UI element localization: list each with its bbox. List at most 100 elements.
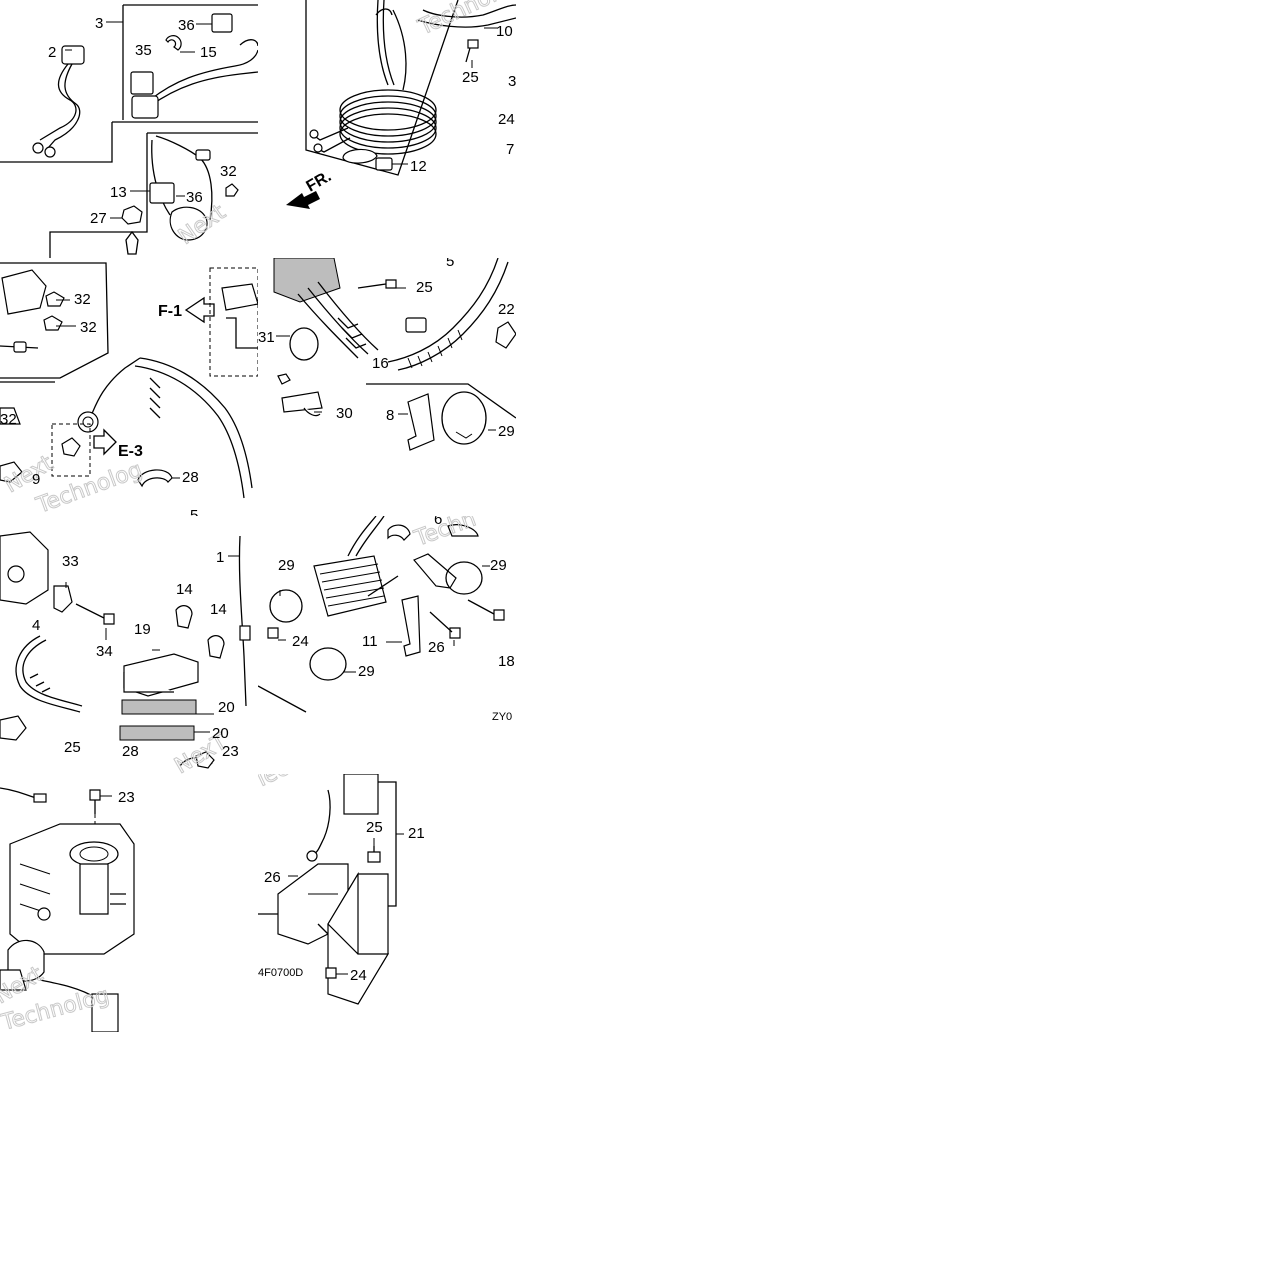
- callout: 32: [80, 319, 97, 336]
- callout: 30: [336, 405, 353, 422]
- callout: 29: [490, 557, 507, 574]
- clamp-29b: [269, 589, 303, 623]
- clamp-29c: [309, 647, 347, 681]
- callout: 36: [186, 189, 203, 206]
- callout: 27: [90, 210, 107, 227]
- bracket-22: [495, 321, 516, 349]
- diagram-tile-battery-box: Technolog 25 21 26 24 4F0700D: [258, 774, 516, 1032]
- callout: 4: [32, 617, 40, 634]
- stay: [281, 391, 323, 413]
- clamp-29: [441, 391, 487, 445]
- callout: 1: [216, 549, 224, 566]
- diagram-tile-wiring-top-left: Next 3 36 2 35 15 13 36 32 27: [0, 0, 258, 258]
- diagram-tile-wiring-mid-right: 5 25 22 31 16 30 8 29: [258, 258, 516, 516]
- callout: 6: [434, 516, 442, 528]
- callout: 12: [410, 158, 427, 175]
- callout: 11: [362, 633, 378, 650]
- callout: 5: [446, 258, 454, 270]
- bolt-23: [89, 789, 101, 801]
- connector-2: [32, 45, 85, 158]
- callout: 5: [190, 507, 198, 516]
- watermark: Technol: [414, 0, 501, 41]
- callout: 32: [74, 291, 91, 308]
- connector-36b: [149, 182, 175, 204]
- callout: 26: [264, 869, 281, 886]
- callout: 25: [416, 279, 433, 296]
- callout: 32: [0, 411, 17, 428]
- diagram-tile-regulator: Techn 6 29 29 24 11 26 29 18 ZY0: [258, 516, 516, 774]
- callout: 13: [110, 184, 127, 201]
- callout: 8: [386, 407, 394, 424]
- callout: 3: [508, 73, 516, 90]
- clamp-29: [445, 561, 483, 595]
- callout: 25: [64, 739, 81, 756]
- callout: 23: [118, 789, 135, 806]
- control-box: [0, 531, 49, 605]
- callout: 24: [350, 967, 367, 984]
- callout: 32: [220, 163, 237, 180]
- callout: 28: [182, 469, 199, 486]
- diagram-tile-wiring-mid-left: F-1 E-3 Next Technolog 32 32 32 9 28 5: [0, 258, 258, 516]
- box-upper: [343, 774, 379, 815]
- callout: 14: [210, 601, 227, 618]
- nut-27: [121, 205, 143, 225]
- clip-14: [175, 605, 193, 629]
- stay-11: [401, 595, 421, 657]
- callout: 29: [358, 663, 375, 680]
- callout: 35: [135, 42, 152, 59]
- callout: 18: [498, 653, 515, 670]
- callout: 16: [372, 355, 389, 372]
- bolt-34: [103, 613, 115, 625]
- reference-box-f1: [209, 267, 258, 377]
- callout: 33: [62, 553, 79, 570]
- diagram-code: ZY0: [492, 711, 512, 723]
- callout: 14: [176, 581, 193, 598]
- bolt-25: [465, 39, 479, 63]
- callout: 34: [96, 643, 113, 660]
- diagram-tile-wiring-lower-left: NexT 16 1 33 14 14 19 4 34 20 20 25 28 2…: [0, 516, 258, 774]
- callout: 19: [134, 621, 151, 638]
- pad-20: [121, 699, 197, 715]
- callout: 3: [95, 15, 103, 32]
- bolt-24: [325, 967, 337, 979]
- callout: 23: [222, 743, 239, 760]
- callout: 7: [506, 141, 514, 158]
- connector-36: [211, 13, 233, 33]
- front-label: FR.: [304, 168, 335, 196]
- pad-20b: [119, 725, 195, 741]
- ref-e3: E-3: [118, 443, 143, 460]
- callout: 25: [366, 819, 383, 836]
- callout: 9: [32, 471, 40, 488]
- callout: 15: [200, 44, 217, 61]
- clip-15: [165, 35, 182, 51]
- box-21: [327, 871, 390, 1005]
- clamp-12: [342, 148, 378, 164]
- stay-6: [413, 553, 457, 589]
- connector-35: [130, 71, 154, 95]
- callout: 20: [218, 699, 235, 716]
- bolt-24: [267, 627, 279, 639]
- bolt-25: [367, 851, 381, 863]
- arrow-f1: F-1: [158, 296, 215, 324]
- callout: 31: [258, 329, 275, 346]
- callout: 24: [498, 111, 515, 128]
- callout: 20: [212, 725, 229, 742]
- callout: 29: [278, 557, 295, 574]
- ref-f1: F-1: [158, 303, 182, 320]
- diagram-code: 4F0700D: [258, 967, 303, 979]
- callout: 21: [408, 825, 425, 842]
- callout: 29: [498, 423, 515, 440]
- callout: 36: [178, 17, 195, 34]
- callout: 28: [122, 743, 139, 760]
- grommet: [77, 411, 99, 433]
- reference-box-e3: [51, 423, 91, 477]
- harness-coil: [309, 0, 437, 155]
- callout: 22: [498, 301, 515, 318]
- bracket-33: [53, 585, 73, 613]
- arrow-e3: [93, 428, 117, 456]
- callout: 2: [48, 44, 56, 61]
- callout: 26: [428, 639, 445, 656]
- clip-28: [137, 469, 173, 488]
- diagram-tile-engine: Next Technolog 23: [0, 774, 258, 1032]
- callout: 25: [462, 69, 479, 86]
